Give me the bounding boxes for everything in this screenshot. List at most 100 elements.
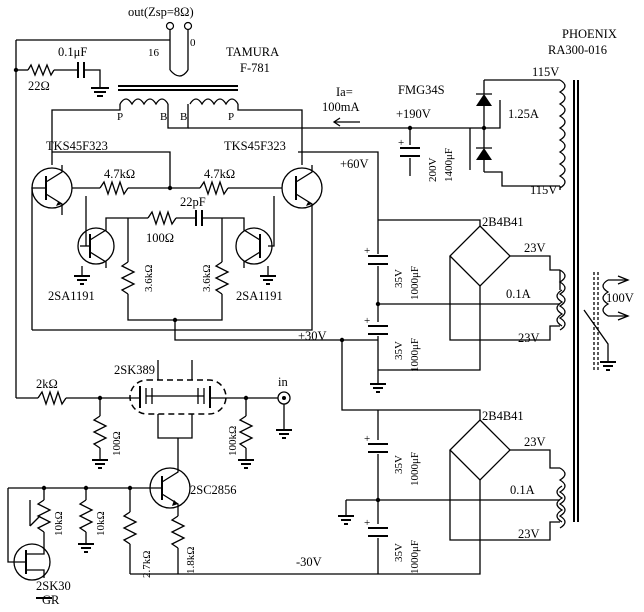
ot-pin-b-right: B — [180, 111, 187, 123]
em-r-right-label: 3.6kΩ — [201, 265, 213, 292]
pnp-right: 2SA1191 3.6kΩ — [175, 196, 283, 321]
mosfet-right-label: TKS45F323 — [224, 139, 286, 153]
bridge-rectifier-upper — [449, 225, 511, 287]
current-note-line1: Ia= — [336, 85, 353, 99]
hv-winding-top: 115V — [532, 65, 559, 79]
pt-model: RA300-016 — [548, 43, 607, 57]
output-section: out(Zsp=8Ω) 16 0 22Ω 0.1μF — [13, 5, 196, 398]
phase-resistor — [147, 209, 177, 227]
lv-lower-cap1-v: 35V — [393, 455, 405, 474]
current-note-line2: 100mA — [322, 100, 360, 114]
ccs-jfet — [13, 543, 51, 581]
lv-upper-cap1-v: 35V — [393, 269, 405, 288]
ccs-fixed-r-label: 10kΩ — [95, 511, 107, 536]
hv-cap-voltage: 200V — [427, 158, 439, 183]
tap-0-label: 0 — [190, 37, 196, 49]
ground-icon — [74, 275, 90, 285]
lv-upper-cap2-c: 1000μF — [409, 338, 421, 372]
ground-icon — [260, 275, 276, 285]
hv-diode-upper — [476, 94, 492, 106]
svg-text:+: + — [364, 245, 370, 257]
emitter-resistor-left — [120, 261, 136, 295]
ground-icon — [600, 361, 616, 371]
pnp-left-label: 2SA1191 — [48, 289, 95, 303]
lv-lower-winding-b: 23V — [518, 527, 540, 541]
hv-cap-capacitance: 1400μF — [443, 148, 455, 182]
driver-resistor-left — [99, 179, 129, 197]
ccs-transistor-label: 2SC2856 — [190, 483, 237, 497]
ot-maker: TAMURA — [226, 45, 279, 59]
hv-current: 1.25A — [508, 107, 539, 121]
ccs-pot-label: 10kΩ — [53, 511, 65, 536]
nfb-resistor — [37, 389, 67, 407]
ground-icon — [91, 87, 109, 97]
phase-capacitor — [195, 210, 203, 226]
hv-supply: FMG34S +190V + 200V 1400μF 115V 1.25A 11… — [396, 65, 560, 197]
driver-network: 4.7kΩ 4.7kΩ 100Ω 22pF — [72, 167, 282, 245]
nfb-resistor-label: 2kΩ — [36, 377, 58, 391]
svg-text:+: + — [364, 517, 370, 529]
ccs-jfet-grade: GR — [42, 593, 60, 607]
ground-icon — [92, 459, 108, 469]
driver-r-left-label: 4.7kΩ — [104, 167, 135, 181]
ot-model: F-781 — [240, 61, 270, 75]
ground-icon — [338, 515, 354, 525]
output-terminal-cold — [183, 21, 193, 31]
bridge-rectifier-lower — [449, 419, 511, 481]
pt-primary-label: 100V — [606, 291, 634, 305]
lv-lower-current: 0.1A — [510, 483, 535, 497]
ccs-fixed-resistor — [78, 499, 94, 533]
mosfet-left-label: TKS45F323 — [46, 139, 108, 153]
rail-minus30-label: -30V — [296, 555, 322, 569]
rail-plus60-label: +60V — [340, 157, 369, 171]
gate-resistor-right — [238, 415, 254, 449]
output-terminal-hot — [165, 21, 175, 31]
feedback-resistor — [27, 63, 55, 77]
hv-diode-lower — [476, 148, 492, 160]
hv-voltage-label: +190V — [396, 107, 431, 121]
ground-icon — [370, 383, 386, 393]
pnp-right-label: 2SA1191 — [236, 289, 283, 303]
ground-icon — [238, 459, 254, 469]
pt-maker: PHOENIX — [562, 27, 617, 41]
lv-upper-cap2-v: 35V — [393, 341, 405, 360]
ccs-base-r-label: 2.7kΩ — [141, 551, 153, 578]
lv-lower-cap2-c: 1000μF — [409, 540, 421, 574]
ot-pin-p-left: P — [117, 111, 123, 123]
lv-lower-winding-a: 23V — [524, 435, 546, 449]
svg-text:+: + — [398, 137, 404, 149]
gate-resistor-left — [92, 415, 108, 449]
feedback-resistor-label: 22Ω — [28, 79, 50, 93]
lv-supply-upper: + + 35V 1000μF 35V 1000μF 2B4B41 23V 0.1… — [364, 215, 560, 393]
hv-winding-bottom: 115V — [530, 183, 557, 197]
phase-resistor-label: 100Ω — [146, 231, 174, 245]
svg-text:+: + — [364, 433, 370, 445]
lv-upper-cap1-c: 1000μF — [409, 266, 421, 300]
lv-upper-winding-a: 23V — [524, 241, 546, 255]
gate-r-left-label: 100Ω — [111, 431, 123, 456]
ccs-pot — [36, 499, 52, 533]
power-transformer: PHOENIX RA300-016 100V — [548, 27, 634, 523]
ccs-section: 2SC2856 2.7kΩ 1.8kΩ 10kΩ 10kΩ 2SK30 GR -… — [7, 438, 378, 607]
ccs-base-resistor — [122, 511, 138, 545]
ground-icon — [78, 543, 94, 553]
svg-text:+: + — [364, 315, 370, 327]
feedback-capacitor — [77, 62, 85, 78]
emitter-resistor-right — [214, 261, 230, 295]
ot-pin-p-right: P — [228, 111, 234, 123]
ccs-emitter-r-label: 1.8kΩ — [185, 547, 197, 574]
phase-capacitor-label: 22pF — [180, 195, 206, 209]
pnp-left: 2SA1191 3.6kΩ — [48, 196, 175, 321]
feedback-capacitor-label: 0.1μF — [58, 45, 87, 59]
em-r-left-label: 3.6kΩ — [143, 265, 155, 292]
mosfet-right: TKS45F323 — [224, 139, 323, 215]
tap-16-label: 16 — [148, 47, 160, 59]
lv-upper-current: 0.1A — [506, 287, 531, 301]
ot-pin-b-left: B — [160, 111, 167, 123]
ccs-emitter-resistor — [170, 515, 186, 549]
dual-fet-label: 2SK389 — [114, 363, 155, 377]
gate-r-right-label: 100kΩ — [227, 426, 239, 456]
lv-lower-bridge-label: 2B4B41 — [482, 409, 524, 423]
lv-supply-lower: + + 35V 1000μF 35V 1000μF 2B4B41 23V 0.1… — [338, 340, 560, 575]
